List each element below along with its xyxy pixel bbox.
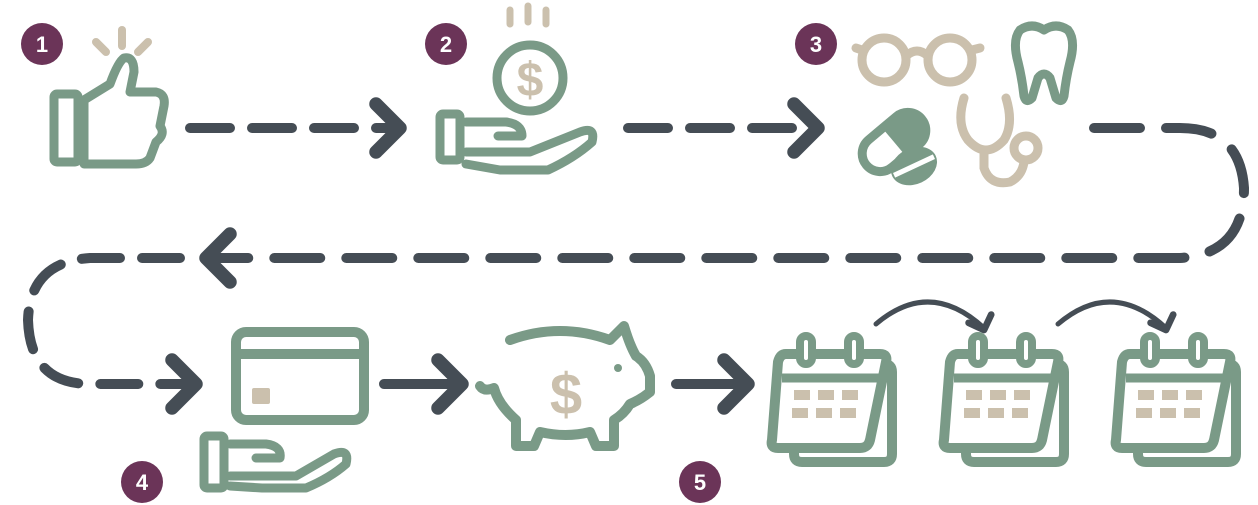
arrow-step2-to-step3-head [794,104,818,152]
arrow-row1-to-row2 [207,123,1249,263]
step-number: 1 [36,32,48,57]
calendar-icon [944,336,1064,462]
arrow-to-step4 [23,253,201,389]
calendar-icon [772,336,892,462]
tooth-icon [1010,21,1078,106]
step-number: 4 [136,470,149,495]
step-number: 5 [694,470,706,495]
pills-icon [857,107,938,186]
coin-dollar-sign: $ [517,54,544,107]
thumbs-up-icon [49,26,169,169]
stethoscope-icon [956,93,1043,188]
piggy-bank-dollar-icon: $ [475,321,655,451]
step-number: 2 [440,32,452,57]
calendar-icon [1116,336,1236,462]
step-number-badge: 4 [121,461,163,503]
step-number-badge: 3 [795,23,837,65]
piggy-dollar-sign: $ [550,362,582,427]
hand-with-credit-card-icon [199,327,369,493]
step-number-badge: 5 [679,461,721,503]
arrow-calendar-recurring [1055,299,1169,331]
hand-with-dollar-coin-icon: $ [435,2,598,175]
step-number-badge: 1 [21,23,63,65]
arrow-calendar-recurring [873,299,987,331]
step-number: 3 [810,32,822,57]
credit-card-icon [231,327,369,425]
health-benefits-icon [851,21,1078,188]
step-number-badge: 2 [425,23,467,65]
eyeglasses-icon [851,33,985,87]
